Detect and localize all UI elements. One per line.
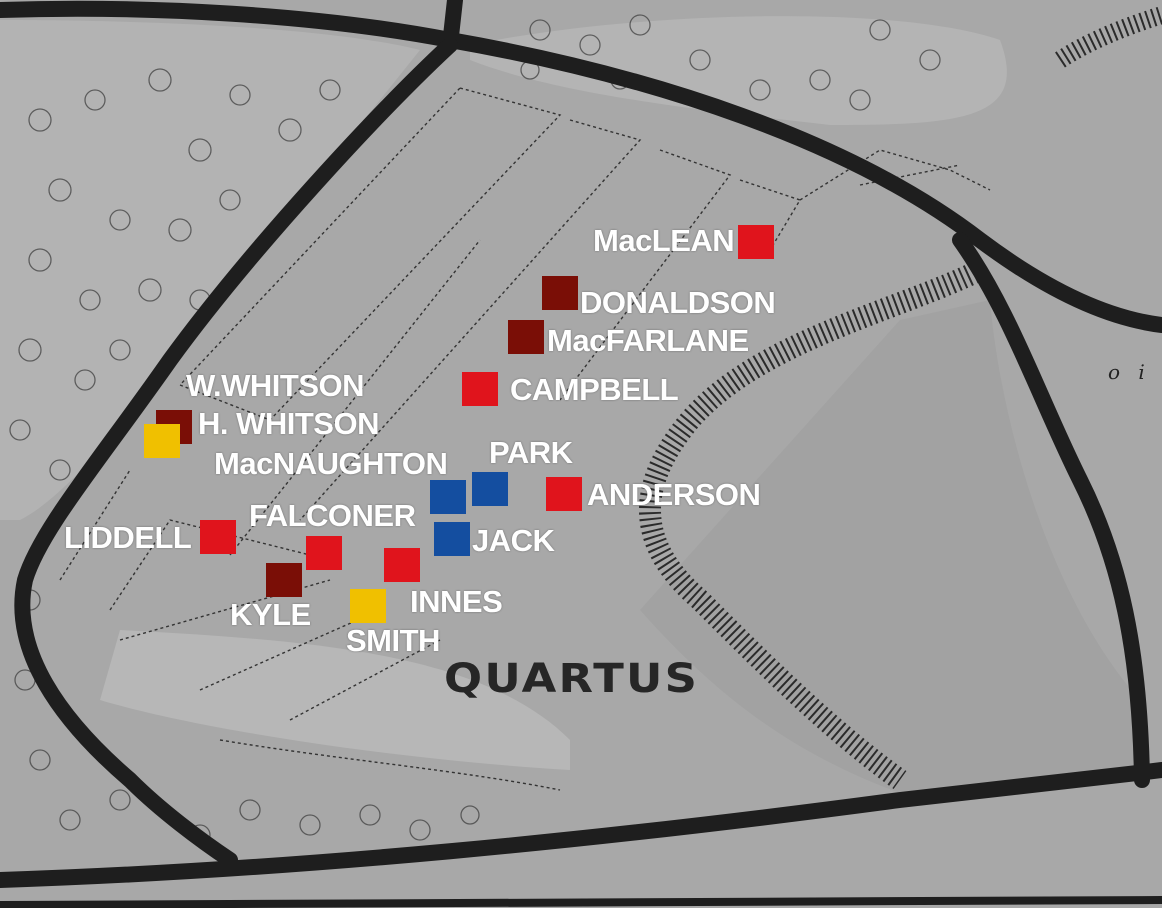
plot-label-falconer: FALCONER <box>249 498 416 533</box>
plot-marker-smith[interactable] <box>350 589 386 623</box>
plot-label-jack: JACK <box>472 523 555 558</box>
plot-label-maclean: MacLEAN <box>593 223 735 258</box>
plot-marker-kyle[interactable] <box>266 563 302 597</box>
plot-marker-liddell[interactable] <box>200 520 236 554</box>
plot-label-w-whitson: W.WHITSON <box>186 368 365 403</box>
plot-marker-jack[interactable] <box>434 522 470 556</box>
plot-label-kyle: KYLE <box>230 597 311 632</box>
plot-marker-campbell[interactable] <box>462 372 498 406</box>
plot-label-macfarlane: MacFARLANE <box>547 323 749 358</box>
plot-marker-macfarlane[interactable] <box>508 320 544 354</box>
map-fragment-text: o i <box>1108 360 1151 384</box>
plot-marker-falconer[interactable] <box>306 536 342 570</box>
plot-label-anderson: ANDERSON <box>587 477 761 512</box>
plot-label-donaldson: DONALDSON <box>580 285 776 320</box>
plot-label-smith: SMITH <box>346 623 440 658</box>
plot-marker-h-whitson[interactable] <box>144 424 180 458</box>
plot-marker-donaldson[interactable] <box>542 276 578 310</box>
plot-label-macnaughton: MacNAUGHTON <box>214 446 448 481</box>
plot-label-campbell: CAMPBELL <box>510 372 679 407</box>
plot-marker-macnaughton[interactable] <box>430 480 466 514</box>
plot-label-innes: INNES <box>410 584 503 619</box>
plot-marker-anderson[interactable] <box>546 477 582 511</box>
plot-label-park: PARK <box>489 435 573 470</box>
plot-label-h-whitson: H. WHITSON <box>198 406 380 441</box>
plot-marker-innes[interactable] <box>384 548 420 582</box>
plot-label-liddell: LIDDELL <box>64 520 192 555</box>
plot-marker-park[interactable] <box>472 472 508 506</box>
area-label-quartus: QUARTUS <box>444 656 700 702</box>
plot-marker-maclean[interactable] <box>738 225 774 259</box>
